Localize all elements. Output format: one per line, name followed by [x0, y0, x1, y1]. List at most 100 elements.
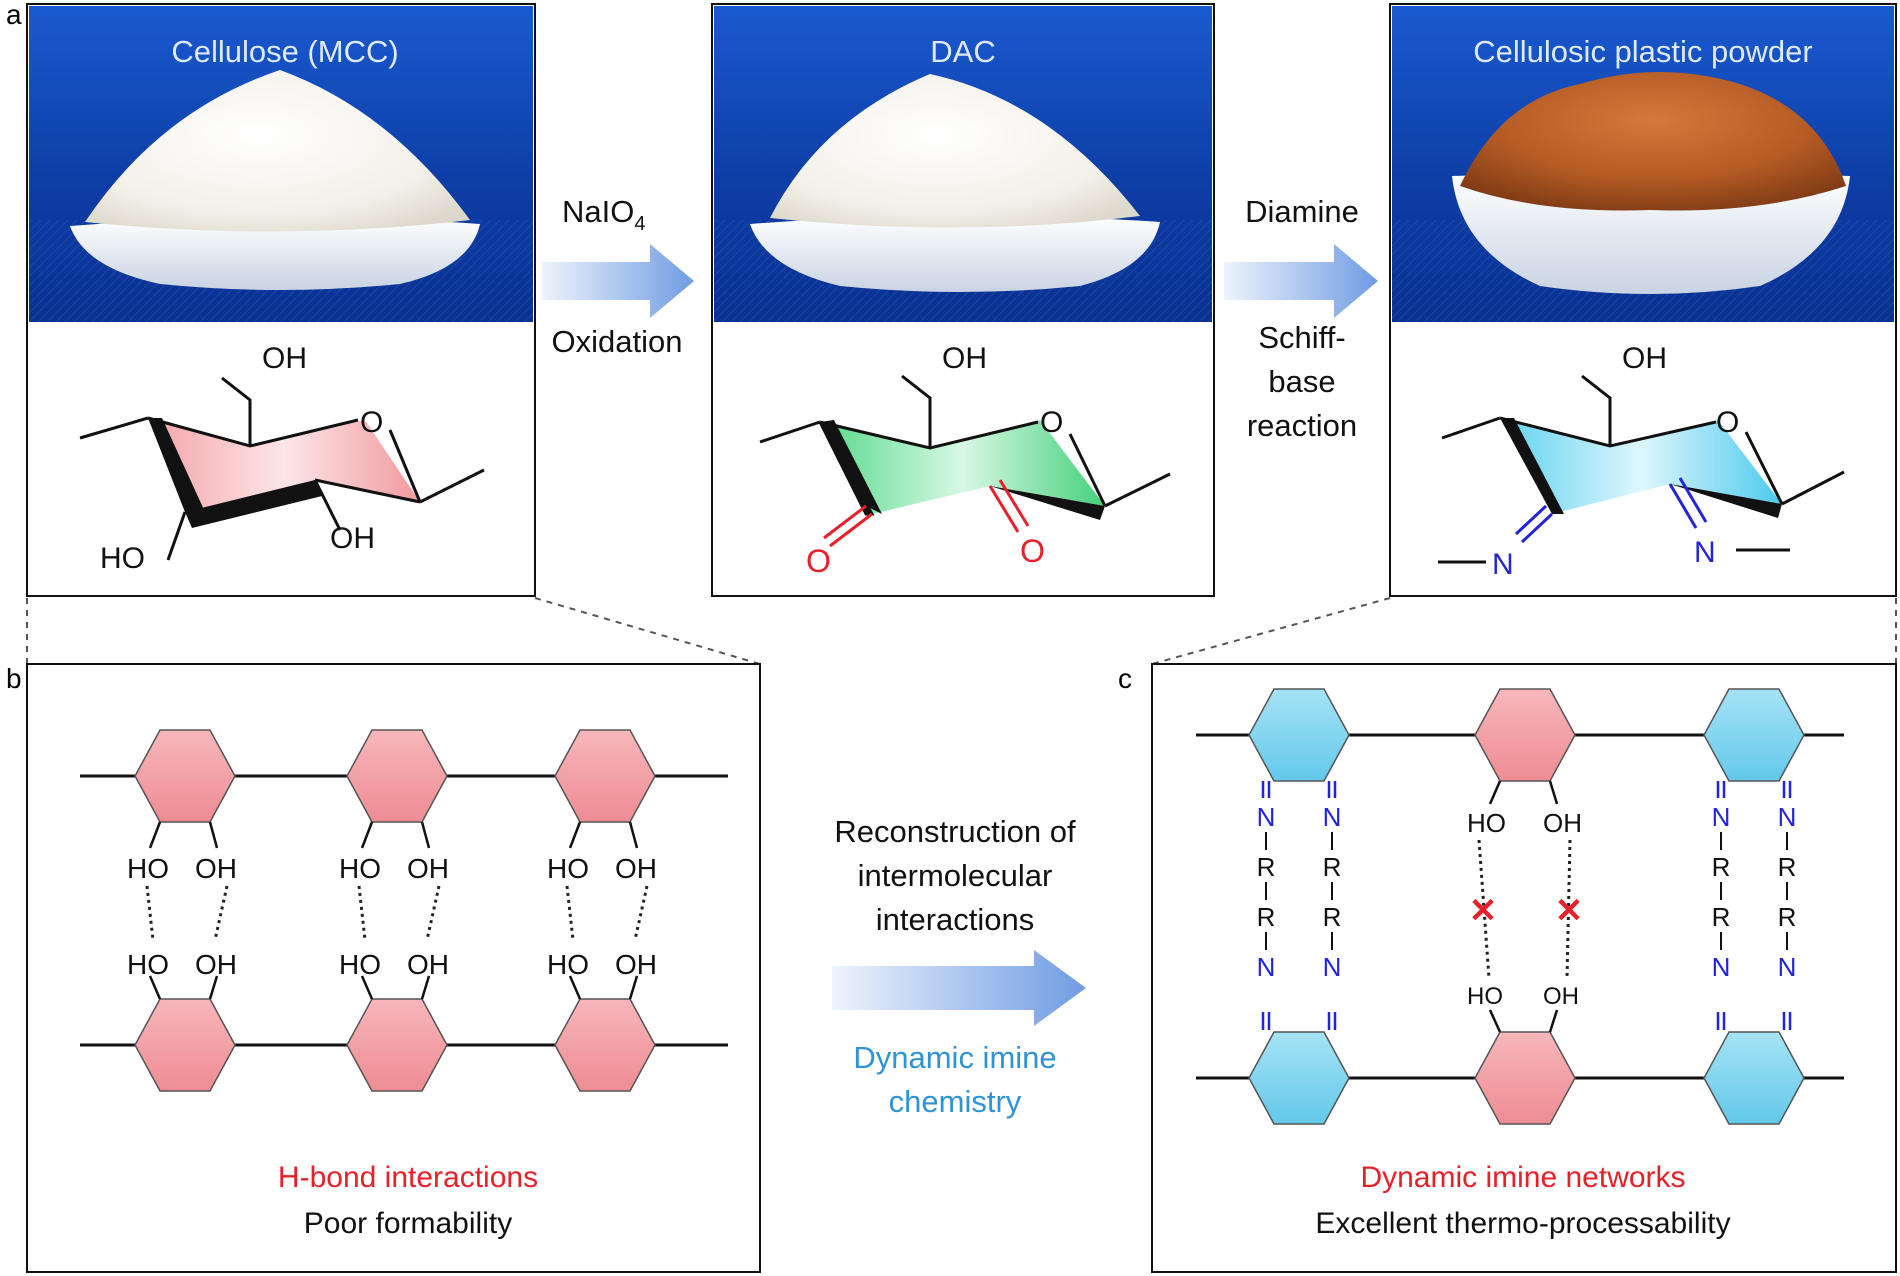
label-ho-top: HO: [547, 853, 589, 884]
label-oh-top: OH: [615, 853, 657, 884]
arrow1-label: Oxidation: [552, 324, 683, 359]
photo-title-plastic: Cellulosic plastic powder: [1473, 34, 1812, 69]
s1-o-ring: O: [360, 406, 383, 439]
panel-c-caption-red: Dynamic imine networks: [1360, 1161, 1685, 1194]
bond-top-right: [208, 821, 219, 849]
label-r-2: R: [1712, 902, 1731, 932]
cellulose-structure: [79, 376, 485, 561]
s3-oh-top: OH: [1622, 342, 1667, 375]
cyan-ring-bottom: [1248, 1031, 1350, 1125]
bond-top-left: [148, 821, 162, 849]
label-r-1: R: [1323, 852, 1342, 882]
bond-bottom-right: [208, 975, 219, 1000]
s1-ho-left: HO: [100, 542, 145, 575]
label-ho-top: HO: [1467, 808, 1506, 838]
broken-hbond-left: [1477, 839, 1491, 979]
s1-oh-right: OH: [330, 522, 375, 555]
s3-n-left: N: [1492, 548, 1514, 581]
label-ho-bottom: HO: [1467, 983, 1503, 1010]
middle-line-2: intermolecular: [858, 858, 1053, 893]
label-n-top: N: [1323, 802, 1342, 832]
arrow2-label-3: reaction: [1247, 408, 1357, 443]
hbond-dotted-right: [425, 885, 441, 941]
panel-b-caption-black: Poor formability: [304, 1207, 512, 1240]
middle-line-3: interactions: [876, 902, 1035, 937]
middle-blue-line-2: chemistry: [889, 1084, 1022, 1119]
bond-bottom-left: [148, 975, 162, 1000]
bond-top-right: [420, 821, 431, 849]
broken-hbond-right: [1565, 839, 1572, 979]
arrow-oxidation: [542, 244, 694, 318]
photo-title-dac: DAC: [930, 34, 995, 69]
label-oh-bottom: OH: [1543, 983, 1579, 1010]
arrow-schiff-base: [1224, 244, 1378, 318]
s1-oh-top: OH: [262, 342, 307, 375]
label-oh-top: OH: [1543, 808, 1582, 838]
panel-b-caption-red: H-bond interactions: [278, 1161, 538, 1194]
s2-carbonyl-right: O: [1020, 533, 1045, 569]
s2-o-ring: O: [1040, 406, 1063, 439]
panel-c-caption-black: Excellent thermo-processability: [1315, 1207, 1730, 1240]
label-r-2: R: [1257, 902, 1276, 932]
label-ho-top: HO: [339, 853, 381, 884]
panel-a-box-1: Cellulose (MCC): [26, 3, 536, 597]
photo-title-mcc: Cellulose (MCC): [171, 34, 398, 69]
middle-blue-line-1: Dynamic imine: [853, 1040, 1056, 1075]
label-n-bottom: N: [1323, 952, 1342, 982]
label-oh-bottom: OH: [195, 949, 237, 980]
mcc-powder-photo: [29, 6, 533, 322]
label-n-bottom: N: [1778, 952, 1797, 982]
s3-n-right: N: [1694, 536, 1716, 569]
panel-a-box-2: DAC: [711, 3, 1215, 597]
cross-mark-right: ✕: [1555, 892, 1584, 930]
bond-bottom-right: [628, 975, 639, 1000]
label-r-1: R: [1257, 852, 1276, 882]
label-n-bottom: N: [1712, 952, 1731, 982]
arrow2-label-2: base: [1268, 364, 1335, 399]
label-oh-top: OH: [407, 853, 449, 884]
bond-bottom-right: [1548, 1009, 1559, 1033]
zoom-guides: [26, 597, 1897, 665]
bond-bottom-left: [568, 975, 582, 1000]
label-ho-bottom: HO: [547, 949, 589, 980]
hbond-dotted-left: [145, 885, 155, 941]
hbond-dotted-right: [633, 885, 649, 941]
bond-bottom-right: [420, 975, 431, 1000]
bond-top-right: [1548, 780, 1559, 805]
label-r-2: R: [1323, 902, 1342, 932]
label-r-1: R: [1778, 852, 1797, 882]
label-n-bottom: N: [1257, 952, 1276, 982]
cyan-ring-top: [1248, 688, 1350, 782]
bond-top-right: [628, 821, 639, 849]
bond-bottom-left: [1488, 1009, 1502, 1033]
label-n-top: N: [1712, 802, 1731, 832]
label-ho-bottom: HO: [339, 949, 381, 980]
panel-a-box-3: Cellulosic plastic powder: [1389, 3, 1897, 597]
panel-label-c: c: [1118, 663, 1132, 694]
arrow1-subscript: 4: [634, 213, 645, 235]
s3-o-ring: O: [1716, 406, 1739, 439]
label-oh-top: OH: [195, 853, 237, 884]
cyan-ring-top: [1703, 688, 1805, 782]
s2-oh-top: OH: [942, 342, 987, 375]
bond-top-left: [360, 821, 374, 849]
arrow2-reagent: Diamine: [1245, 194, 1359, 229]
label-n-top: N: [1257, 802, 1276, 832]
arrow2-label-1: Schiff-: [1258, 320, 1345, 355]
hbond-dotted-left: [357, 885, 367, 941]
arrow1-reagent: NaIO4: [562, 194, 645, 235]
panel-label-a: a: [6, 0, 22, 30]
hbond-dotted-left: [565, 885, 575, 941]
s2-carbonyl-left: O: [806, 543, 831, 579]
plastic-powder-photo: [1392, 6, 1894, 322]
dac-structure: [759, 374, 1171, 548]
cyan-ring-bottom: [1703, 1031, 1805, 1125]
label-ho-bottom: HO: [127, 949, 169, 980]
hbond-dotted-right: [213, 885, 229, 941]
label-oh-bottom: OH: [407, 949, 449, 980]
middle-line-1: Reconstruction of: [834, 814, 1076, 849]
label-r-2: R: [1778, 902, 1797, 932]
